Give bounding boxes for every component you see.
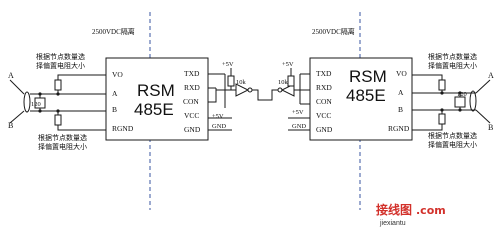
left-a-junction — [56, 92, 60, 96]
left-twisted-pair-icon — [23, 91, 31, 113]
right-bias-note-top-1: 根据节点数量选 — [428, 52, 477, 61]
right-rsm485e-module — [309, 57, 413, 141]
right-pulldown-bias-resistor — [438, 113, 446, 125]
right-b-junction — [440, 108, 444, 112]
right-bias-note-top-2: 择偏置电阻大小 — [428, 61, 477, 70]
left-pullup-resistor — [227, 75, 235, 87]
left-module-name-1: RSM — [137, 81, 175, 100]
right-terminal-b: B — [488, 123, 493, 132]
right-pin-vo: VO — [396, 69, 407, 78]
cross-link-wire — [264, 89, 278, 101]
left-buffer-output — [252, 89, 264, 101]
left-terminal-b: B — [8, 121, 13, 130]
right-b-terminal-lead — [475, 109, 491, 124]
left-module-name-2: 485E — [134, 100, 174, 119]
left-b-junction — [56, 109, 60, 113]
left-pulldown-bias-resistor — [54, 114, 62, 126]
right-module-name-2: 485E — [346, 86, 386, 105]
left-pullup-value: 10k — [236, 79, 247, 86]
left-pin-vcc: VCC — [184, 111, 199, 120]
left-a-wire — [57, 90, 106, 95]
left-con-link — [208, 88, 217, 103]
right-pin-rxd: RXD — [316, 83, 332, 92]
left-vo-wire — [57, 74, 106, 80]
left-pin-rgnd: RGND — [112, 124, 134, 133]
right-pin-a: A — [398, 88, 404, 97]
right-pin-b: B — [398, 105, 403, 114]
right-pin-con: CON — [316, 97, 332, 106]
right-pin-rgnd: RGND — [388, 124, 410, 133]
right-gnd-label: GND — [292, 123, 306, 130]
right-vo-wire — [412, 74, 443, 80]
left-pin-txd: TXD — [184, 69, 200, 78]
left-gnd-label: GND — [212, 123, 226, 130]
right-a-terminal-lead — [475, 79, 491, 94]
right-vcc-supply: +5V — [292, 109, 304, 116]
right-terminal-a: A — [488, 71, 494, 80]
left-termination-value: 120 — [31, 101, 41, 108]
left-rsm485e-module — [105, 57, 209, 141]
left-buffer-icon — [235, 83, 250, 97]
left-terminal-a: A — [8, 71, 14, 80]
watermark-suffix: .com — [416, 204, 446, 217]
circuit-diagram: 2500VDC隔离 2500VDC隔离 RSM 485E VO A B RGND… — [8, 12, 494, 227]
right-bias-note-bot-1: 根据节点数量选 — [428, 131, 477, 140]
left-bias-note-top-2: 择偏置电阻大小 — [36, 61, 85, 70]
left-bias-note-bot-1: 根据节点数量选 — [38, 133, 87, 142]
left-b-terminal-lead — [9, 110, 25, 124]
right-termination-value: 120 — [457, 91, 467, 98]
right-module-name-1: RSM — [349, 67, 387, 86]
right-bias-note-bot-2: 择偏置电阻大小 — [428, 140, 477, 149]
right-b-wire — [412, 109, 443, 114]
left-rgnd-wire — [57, 125, 106, 131]
right-pullup-value: 10k — [278, 79, 289, 86]
right-a-wire — [412, 90, 443, 94]
right-pin-gnd: GND — [316, 125, 333, 134]
isolation-label-right: 2500VDC隔离 — [312, 27, 355, 36]
left-pin-con: CON — [183, 97, 199, 106]
right-pin-txd: TXD — [316, 69, 332, 78]
left-buffer-supply: +5V — [222, 61, 234, 68]
left-bias-note-top-1: 根据节点数量选 — [36, 52, 85, 61]
right-rgnd-wire — [412, 124, 443, 131]
left-pin-rxd: RXD — [184, 83, 200, 92]
right-pullup-bias-resistor — [438, 79, 446, 91]
left-pin-b: B — [112, 105, 117, 114]
isolation-label-left: 2500VDC隔离 — [92, 27, 135, 36]
right-pullup-resistor — [287, 75, 295, 87]
left-pin-vo: VO — [112, 70, 123, 79]
right-buffer-supply: +5V — [282, 61, 294, 68]
left-b-wire — [57, 110, 106, 115]
watermark-brand: 接线图 — [376, 202, 412, 217]
left-a-terminal-lead — [9, 79, 25, 95]
left-pin-a: A — [112, 89, 118, 98]
right-a-junction — [440, 91, 444, 95]
left-bias-note-bot-2: 择偏置电阻大小 — [38, 142, 87, 151]
left-vcc-supply: +5V — [212, 113, 224, 120]
watermark-url: jiexiantu — [379, 220, 406, 227]
right-termination-resistor — [454, 96, 466, 108]
right-pin-vcc: VCC — [316, 111, 331, 120]
schematic-canvas: 2500VDC隔离 2500VDC隔离 RSM 485E VO A B RGND… — [8, 12, 494, 227]
left-pullup-bias-resistor — [54, 79, 62, 91]
left-pin-gnd: GND — [184, 125, 201, 134]
right-twisted-pair-icon — [469, 90, 477, 112]
left-buffer-bubble — [247, 87, 253, 93]
